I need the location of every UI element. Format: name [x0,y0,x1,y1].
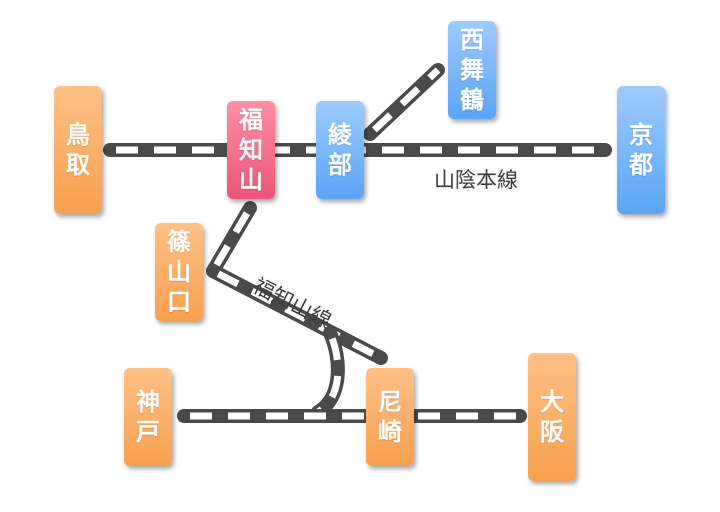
station-sasayamaguchi-char: 山 [167,258,191,286]
station-fukuchiyama[interactable]: 福 知 山 [227,101,275,199]
fukuchiyama-line-lower-track-sleepers [211,267,383,362]
station-amagasaki-char: 崎 [378,418,402,446]
station-kyoto-char: 都 [629,151,653,179]
station-tottori[interactable]: 鳥 取 [54,86,102,214]
station-nishimaizuru-char: 鶴 [460,86,484,114]
station-tottori-char: 取 [66,151,90,179]
station-amagasaki[interactable]: 尼 崎 [366,368,414,466]
connector-curve-track-sleepers [315,331,342,416]
station-fukuchiyama-char: 山 [239,166,263,194]
station-nishimaizuru-char: 西 [460,26,484,54]
station-osaka-char: 阪 [540,418,564,446]
station-ayabe[interactable]: 綾 部 [316,101,364,199]
station-sasayamaguchi-char: 篠 [167,228,191,256]
maizuru-branch-track-sleepers [367,67,441,137]
station-sasayamaguchi[interactable]: 篠 山 口 [155,223,203,321]
fukuchiyama-line-upper-track-sleepers [209,206,254,273]
station-kobe[interactable]: 神 戸 [124,368,172,466]
station-nishimaizuru[interactable]: 西 舞 鶴 [448,21,496,119]
sanin-line-label: 山陰本線 [434,168,518,192]
station-ayabe-char: 部 [328,151,352,179]
station-osaka-char: 大 [540,388,564,416]
track-layer [103,63,612,423]
station-tottori-char: 鳥 [66,121,90,149]
station-fukuchiyama-char: 知 [239,136,263,164]
station-osaka[interactable]: 大 阪 [528,353,576,481]
station-kobe-char: 神 [136,388,160,416]
station-amagasaki-char: 尼 [378,388,402,416]
station-kyoto-char: 京 [629,121,653,149]
station-kyoto[interactable]: 京 都 [617,86,665,214]
station-sasayamaguchi-char: 口 [167,288,191,316]
station-ayabe-char: 綾 [328,121,352,149]
station-kobe-char: 戸 [136,418,160,446]
station-fukuchiyama-char: 福 [239,106,263,134]
station-nishimaizuru-char: 舞 [460,56,484,84]
